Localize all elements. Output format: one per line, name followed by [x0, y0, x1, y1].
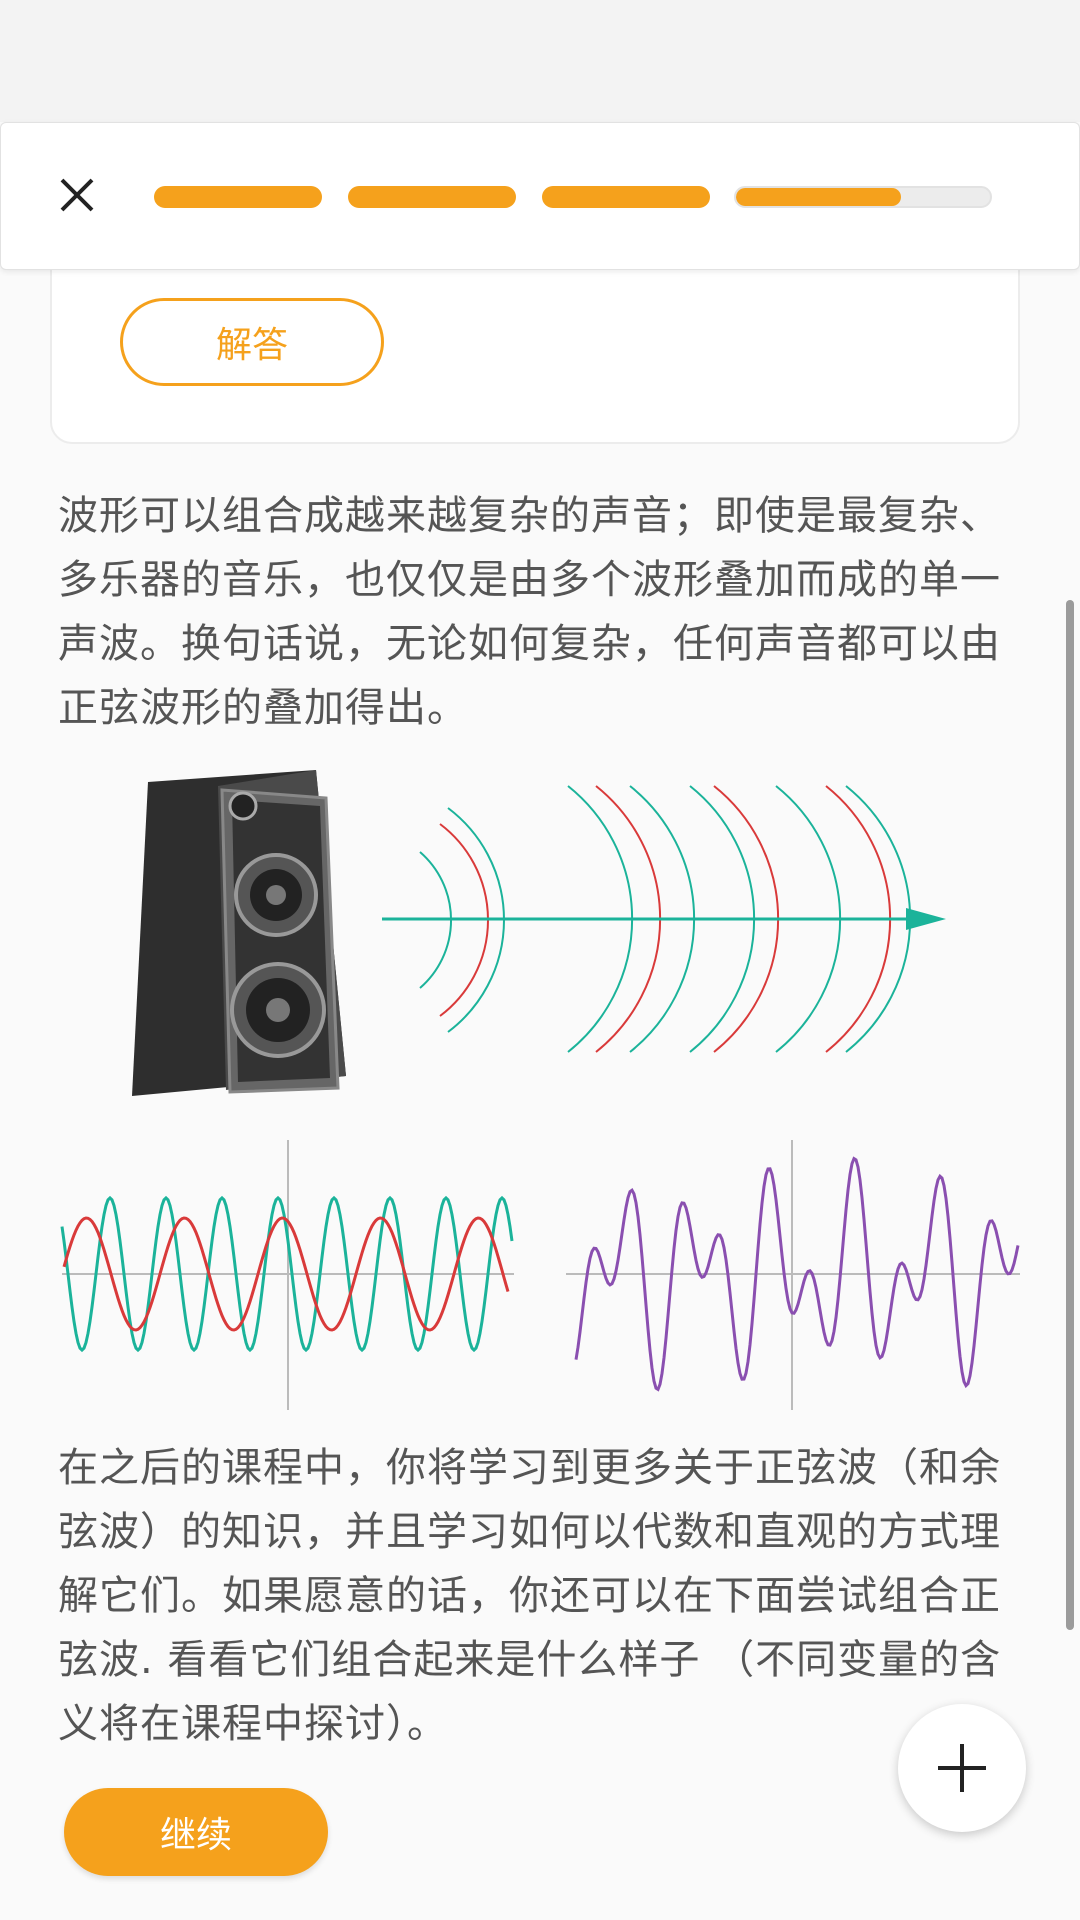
paragraph-waveforms: 波形可以组合成越来越复杂的声音；即使是最复杂、多乐器的音乐，也仅仅是由多个波形叠… [58, 493, 1001, 731]
progress-segment-1 [154, 186, 322, 208]
add-button[interactable] [898, 1704, 1026, 1832]
red-sine-wave [62, 1216, 510, 1332]
waveform-graphs [60, 1140, 1020, 1410]
teal-sine-wave [60, 1195, 514, 1353]
close-button[interactable] [52, 170, 102, 220]
speaker-sound-waves-illustration [132, 770, 946, 1096]
continue-button[interactable]: 继续 [64, 1788, 328, 1876]
arrow-head-icon [906, 908, 946, 930]
purple-combined-wave [574, 1156, 1020, 1392]
progress-segment-2 [348, 186, 516, 208]
status-bar-area [0, 0, 1080, 122]
speaker-icon [132, 770, 346, 1096]
close-icon [60, 178, 94, 212]
progress-segment-4 [734, 186, 992, 208]
progress-segment-4-fill [736, 188, 902, 206]
plus-icon [938, 1744, 986, 1792]
paragraph-next-lessons: 在之后的课程中，你将学习到更多关于正弦波（和余弦波）的知识，并且学习如何以代数和… [58, 1445, 1002, 1747]
scrollbar[interactable] [1066, 600, 1074, 1630]
progress-segment-3 [542, 186, 710, 208]
answer-button[interactable]: 解答 [120, 298, 384, 386]
